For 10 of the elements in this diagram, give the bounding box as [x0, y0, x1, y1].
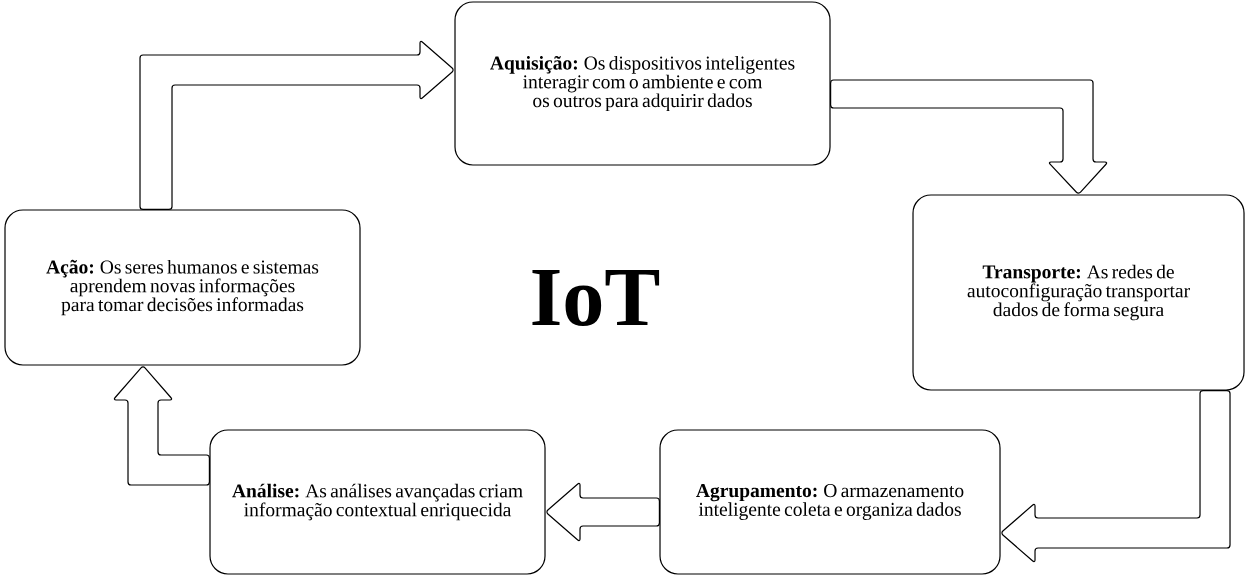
- block-arrow: [139, 40, 454, 210]
- process-box: Aquisição: Os dispositivos inteligentes interagir com o ambiente e com os outros para adquirir dados: [454, 1, 831, 166]
- process-box: Agrupamento: O armazenamento inteligente coleta e organiza dados: [659, 429, 1001, 575]
- process-box: Análise: As análises avançadas criam informação contextual enriquecida: [209, 429, 546, 575]
- process-box: Transporte: As redes de autoconfiguração transportar dados de forma segura: [912, 194, 1245, 391]
- block-arrow: [113, 366, 210, 486]
- block-arrow: [1001, 390, 1231, 563]
- title-text: IoT: [532, 270, 660, 326]
- block-arrow: [546, 482, 660, 542]
- process-box: Ação: Os seres humanos e sistemas aprendem novas informações para tomar decisões informadas: [4, 209, 361, 366]
